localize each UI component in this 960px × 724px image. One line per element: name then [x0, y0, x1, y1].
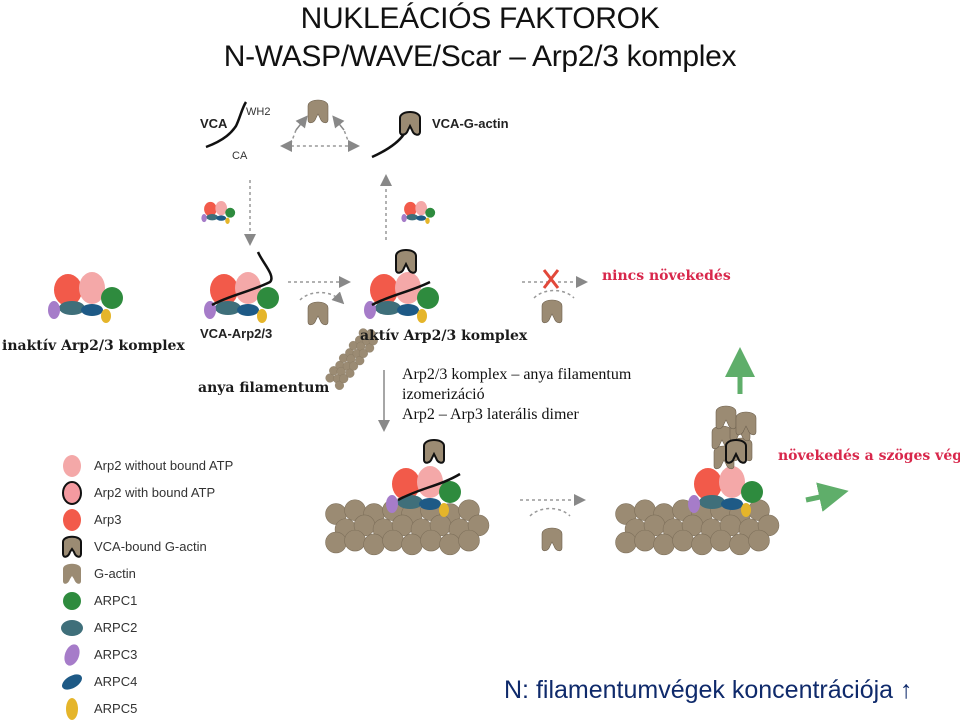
legend-item: ARPC3: [60, 641, 300, 668]
description-line: Arp2 – Arp3 laterális dimer: [402, 406, 579, 423]
wh2-label: WH2: [246, 106, 271, 118]
growth-label: növekedés a szöges végen: [778, 448, 960, 464]
description: Arp2/3 komplex – anya filamentum izomeri…: [402, 365, 631, 425]
legend-label: ARPC4: [94, 674, 138, 689]
no-growth-label: nincs növekedés: [602, 268, 731, 284]
legend-label: ARPC2: [94, 620, 138, 635]
g-actin-icon: [307, 99, 329, 124]
legend-label: ARPC3: [94, 647, 138, 662]
description-line: Arp2/3 komplex – anya filamentum: [402, 366, 632, 383]
legend-item: VCA-bound G-actin: [60, 533, 300, 560]
legend: Arp2 without bound ATP Arp2 with bound A…: [60, 452, 300, 722]
vca-label: VCA: [200, 116, 228, 131]
legend-label: Arp2 with bound ATP: [94, 485, 216, 500]
legend-label: ARPC5: [94, 701, 138, 716]
description-line: izomerizáció: [402, 386, 485, 403]
legend-item: G-actin: [60, 560, 300, 587]
active-label: aktív Arp2/3 komplex: [360, 328, 528, 344]
legend-label: G-actin: [94, 566, 136, 581]
legend-item: ARPC2: [60, 614, 300, 641]
inactive-complex: [48, 272, 123, 323]
legend-item: Arp2 with bound ATP: [60, 479, 300, 506]
legend-item: Arp2 without bound ATP: [60, 452, 300, 479]
legend-label: ARPC1: [94, 593, 138, 608]
legend-label: Arp3: [94, 512, 122, 527]
legend-item: ARPC5: [60, 695, 300, 722]
legend-label: VCA-bound G-actin: [94, 539, 207, 554]
vca-g-actin-label: VCA-G-actin: [432, 116, 509, 131]
inactive-label: inaktív Arp2/3 komplex: [2, 338, 185, 354]
footer-note: N: filamentumvégek koncentrációja ↑: [504, 676, 913, 704]
active-complex: [364, 272, 439, 323]
legend-item: Arp3: [60, 506, 300, 533]
legend-item: ARPC1: [60, 587, 300, 614]
vca-arp23-label: VCA-Arp2/3: [200, 326, 273, 341]
page-subtitle: N-WASP/WAVE/Scar – Arp2/3 komplex: [223, 40, 737, 73]
legend-item: ARPC4: [60, 668, 300, 695]
legend-label: Arp2 without bound ATP: [94, 458, 234, 473]
ca-label: CA: [232, 150, 248, 162]
mother-filament-label: anya filamentum: [198, 380, 330, 396]
page-title: NUKLEÁCIÓS FAKTOROK: [300, 2, 660, 35]
